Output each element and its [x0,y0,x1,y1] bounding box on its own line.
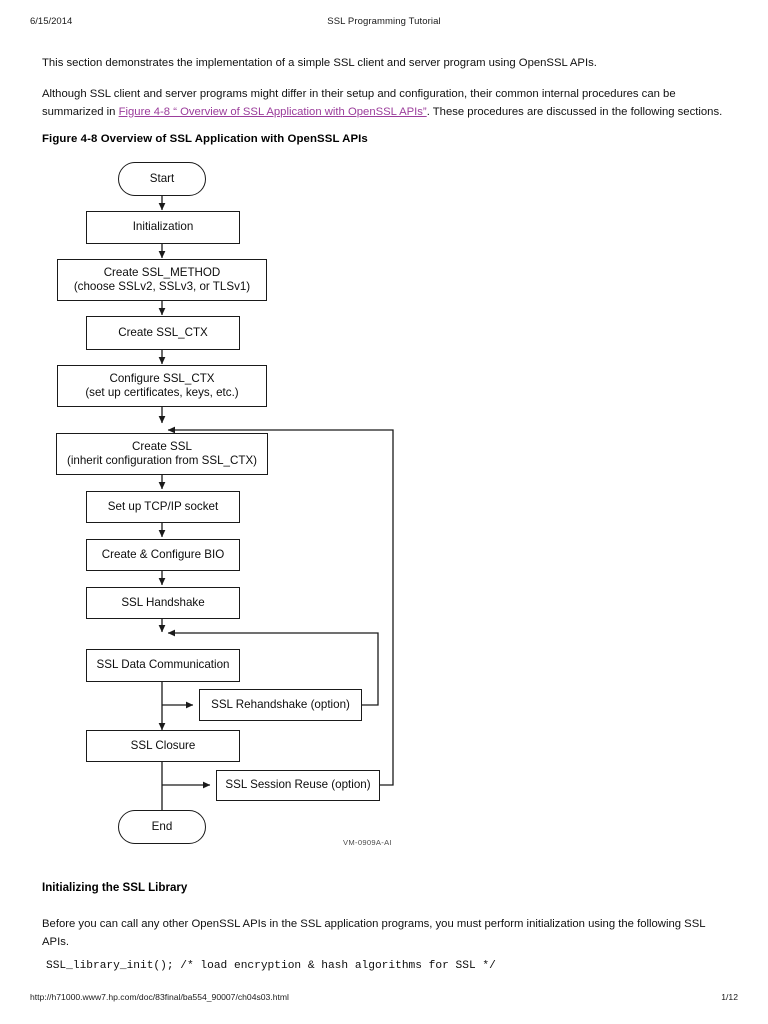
flow-node-tcp-ip-socket[interactable]: Set up TCP/IP socket [86,491,240,523]
flow-node-start-label: Start [149,171,175,185]
flow-node-ssl-handshake[interactable]: SSL Handshake [86,587,240,619]
flow-node-ssl-data-communication-label: SSL Data Communication [96,658,230,672]
flow-node-end[interactable]: End [118,810,206,844]
flow-node-configure-ssl-ctx[interactable]: Configure SSL_CTX (set up certificates, … [57,365,267,407]
footer-page-number: 1/12 [721,992,738,1002]
flow-node-create-ssl-label: Create SSL [132,439,192,453]
flow-node-start[interactable]: Start [118,162,206,196]
paragraph-text-before-link: Although SSL client and server programs … [42,88,676,118]
page-header: 6/15/2014 SSL Programming Tutorial [30,16,738,30]
flow-node-ssl-closure[interactable]: SSL Closure [86,730,240,762]
figure-4-8-link[interactable]: Figure 4-8 “ Overview of SSL Application… [118,105,427,118]
flow-node-configure-ssl-ctx-label: Configure SSL_CTX [109,371,215,385]
flow-node-ssl-rehandshake[interactable]: SSL Rehandshake (option) [199,689,362,721]
flow-node-ssl-rehandshake-label: SSL Rehandshake (option) [211,697,350,711]
flow-node-create-configure-bio[interactable]: Create & Configure BIO [86,539,240,571]
flow-node-create-ssl-ctx[interactable]: Create SSL_CTX [86,316,240,350]
flow-node-create-configure-bio-label: Create & Configure BIO [101,547,225,561]
flow-node-initialization[interactable]: Initialization [86,211,240,244]
flow-node-create-ssl-method[interactable]: Create SSL_METHOD (choose SSLv2, SSLv3, … [57,259,267,301]
footer-url[interactable]: http://h71000.www7.hp.com/doc/83final/ba… [30,992,289,1002]
flow-node-create-ssl-ctx-label: Create SSL_CTX [118,325,208,339]
flow-node-ssl-closure-label: SSL Closure [130,738,196,752]
flow-node-configure-ssl-ctx-sublabel: (set up certificates, keys, etc.) [85,386,239,399]
flow-node-ssl-session-reuse[interactable]: SSL Session Reuse (option) [216,770,380,801]
flow-node-tcp-ip-socket-label: Set up TCP/IP socket [107,499,219,513]
procedures-paragraph: Although SSL client and server programs … [42,86,732,121]
header-title: SSL Programming Tutorial [327,16,441,27]
flow-node-initialization-label: Initialization [132,220,194,234]
page-footer: http://h71000.www7.hp.com/doc/83final/ba… [30,992,738,1006]
intro-paragraph: This section demonstrates the implementa… [42,57,597,70]
flow-node-ssl-session-reuse-label: SSL Session Reuse (option) [225,778,371,792]
section-heading-initializing-ssl-library: Initializing the SSL Library [42,880,188,894]
flow-node-create-ssl-sublabel: (inherit configuration from SSL_CTX) [66,454,258,467]
flow-node-end-label: End [151,819,173,833]
flow-node-ssl-handshake-label: SSL Handshake [121,595,205,609]
flow-node-create-ssl-method-sublabel: (choose SSLv2, SSLv3, or TLSv1) [73,280,251,293]
header-date: 6/15/2014 [30,16,73,27]
code-snippet: SSL_library_init(); /* load encryption &… [46,960,496,972]
figure-id-label: VM-0909A-AI [343,838,392,847]
section-paragraph: Before you can call any other OpenSSL AP… [42,918,706,948]
figure-caption: Figure 4-8 Overview of SSL Application w… [42,133,368,145]
paragraph-text-after-link: . These procedures are discussed in the … [426,105,723,118]
flow-node-ssl-data-communication[interactable]: SSL Data Communication [86,649,240,682]
ssl-flowchart: Start Initialization Create SSL_METHOD (… [0,155,768,855]
flow-node-create-ssl[interactable]: Create SSL (inherit configuration from S… [56,433,268,475]
flow-node-create-ssl-method-label: Create SSL_METHOD [103,265,221,279]
